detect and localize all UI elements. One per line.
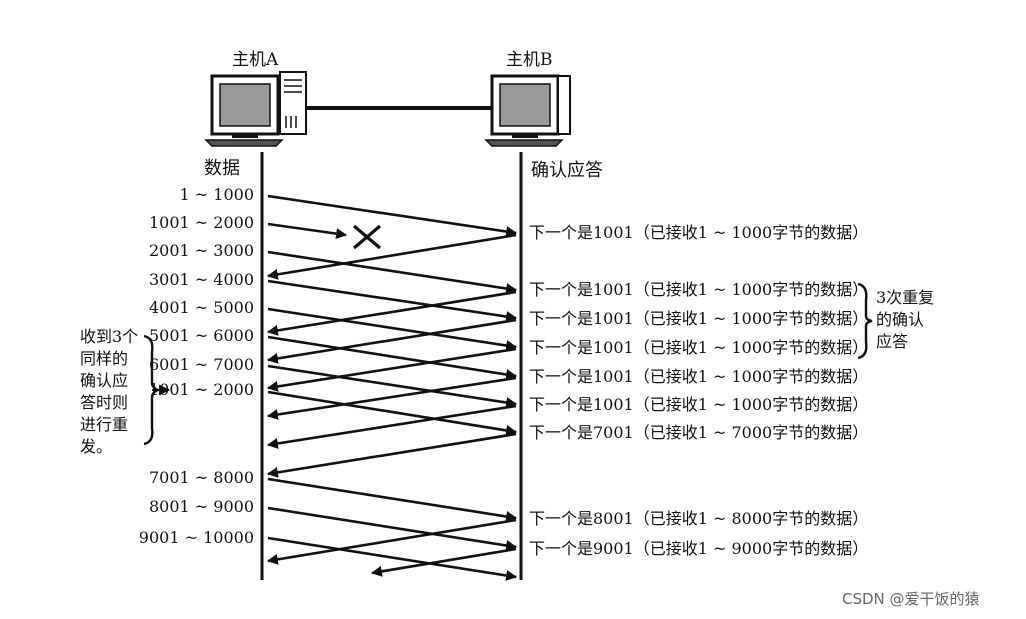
segment-label: 7001 ~ 8000 — [149, 470, 254, 486]
segment-arrow-5001-6000 — [268, 337, 516, 376]
ack-label: 下一个是1001（已接收1 ~ 1000字节的数据） — [529, 397, 868, 413]
segment-label: 3001 ~ 4000 — [149, 272, 254, 288]
host-a-computer-icon — [206, 72, 306, 146]
segment-label: 6001 ~ 7000 — [149, 357, 254, 373]
ack-label: 下一个是8001（已接收1 ~ 8000字节的数据） — [529, 511, 868, 527]
packet-loss-x-icon — [354, 226, 380, 248]
ack-label: 下一个是1001（已接收1 ~ 1000字节的数据） — [529, 282, 868, 298]
segment-label: 9001 ~ 10000 — [139, 530, 254, 546]
segment-label: 5001 ~ 6000 — [149, 328, 254, 344]
segment-arrow-1-1000 — [268, 196, 516, 233]
segment-arrow-7001-8000 — [268, 479, 516, 518]
lost-segment-arrow-1001-2000 — [268, 224, 346, 235]
segment-label: 2001 ~ 3000 — [149, 243, 254, 259]
ack-column-header: 确认应答 — [531, 162, 603, 180]
ack-label: 下一个是7001（已接收1 ~ 7000字节的数据） — [529, 425, 868, 441]
host-b-computer-icon — [486, 76, 570, 146]
host-a-label: 主机A — [232, 52, 278, 69]
segment-label: 1001 ~ 2000 — [149, 382, 254, 398]
ack-label: 下一个是1001（已接收1 ~ 1000字节的数据） — [529, 340, 868, 356]
segment-label: 8001 ~ 9000 — [149, 499, 254, 515]
segment-arrow-9001-10000 — [268, 538, 516, 577]
host-b-label: 主机B — [506, 52, 553, 69]
ack-label: 下一个是1001（已接收1 ~ 1000字节的数据） — [529, 311, 868, 327]
segment-label: 1 ~ 1000 — [180, 187, 254, 203]
retransmit-note: 收到3个 同样的 确认应 答时则 进行重 发。 — [80, 326, 138, 458]
dup-ack-note: 3次重复 的确认 应答 — [876, 287, 934, 353]
segment-label: 1001 ~ 2000 — [149, 215, 254, 231]
ack-label: 下一个是1001（已接收1 ~ 1000字节的数据） — [529, 225, 868, 241]
ack-arrow-9 — [372, 549, 516, 573]
segment-label: 4001 ~ 5000 — [149, 300, 254, 316]
ack-label: 下一个是9001（已接收1 ~ 9000字节的数据） — [529, 541, 868, 557]
data-column-header: 数据 — [204, 160, 240, 178]
watermark: CSDN @爱干饭的猿 — [842, 592, 980, 607]
ack-label: 下一个是1001（已接收1 ~ 1000字节的数据） — [529, 369, 868, 385]
